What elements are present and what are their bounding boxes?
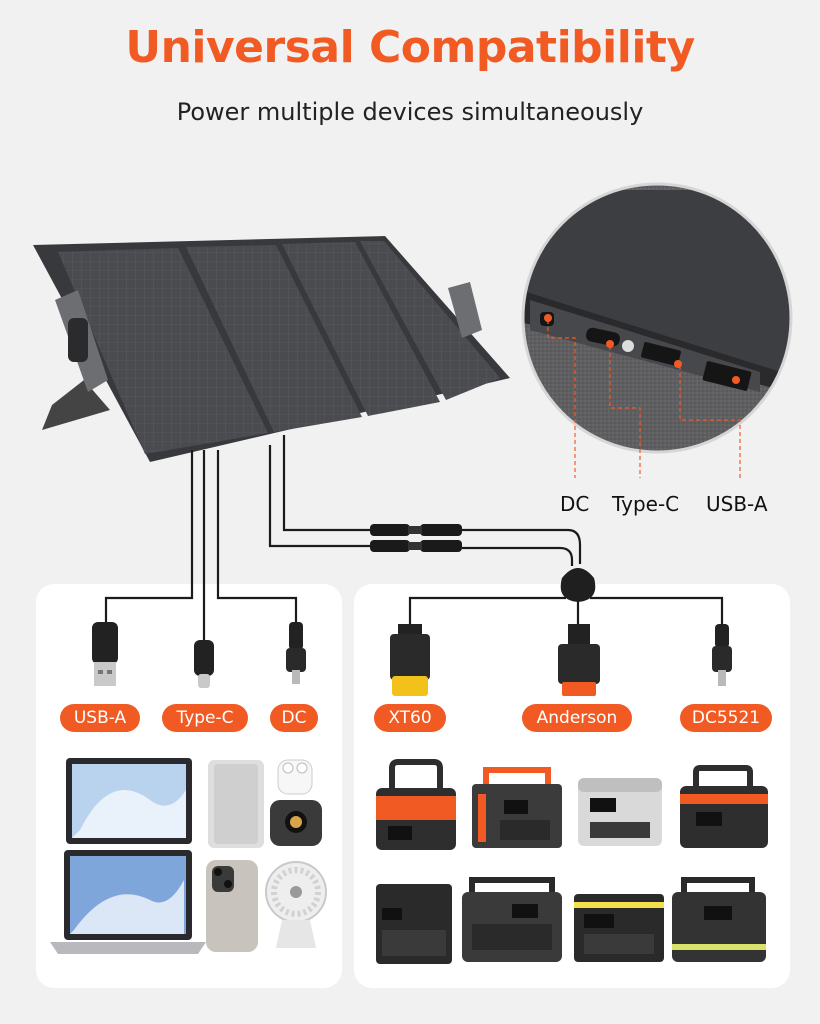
- page-title: Universal Compatibility: [125, 22, 695, 73]
- tablet-icon: [66, 758, 192, 844]
- splitter-hub: [560, 568, 596, 602]
- power-station-icon: [672, 877, 766, 962]
- power-station-icon: [680, 765, 768, 848]
- dc5521-plug-icon: [712, 624, 732, 686]
- dc-plug-icon: [286, 622, 306, 684]
- port-leader-lines: [547, 320, 741, 478]
- power-station-icon: [472, 767, 562, 848]
- type-c-plug-icon: [194, 640, 214, 688]
- power-station-icon: [376, 884, 452, 964]
- laptop-icon: [50, 850, 206, 954]
- pill-type-c: Type-C: [162, 704, 248, 732]
- port-closeup: [521, 182, 793, 454]
- fan-icon: [265, 861, 327, 948]
- usb-a-plug-icon: [92, 622, 118, 686]
- xt60-plug-icon: [390, 624, 430, 696]
- pill-usb-a: USB-A: [60, 704, 140, 732]
- projector-icon: [270, 800, 322, 846]
- pill-xt60: XT60: [374, 704, 446, 732]
- power-station-icon: [574, 894, 664, 962]
- power-station-icon: [578, 778, 662, 846]
- port-label-usb-a: USB-A: [706, 492, 768, 516]
- smartphone-icon: [206, 860, 258, 952]
- pill-anderson: Anderson: [522, 704, 632, 732]
- power-bank-icon: [208, 760, 264, 848]
- pill-dc5521: DC5521: [680, 704, 772, 732]
- anderson-plug-icon: [558, 624, 600, 696]
- mc4-connectors: [370, 524, 462, 552]
- pill-dc: DC: [270, 704, 318, 732]
- port-label-type-c: Type-C: [612, 492, 680, 516]
- earbuds-icon: [277, 759, 313, 795]
- power-station-icon: [462, 877, 562, 962]
- solar-panel: [33, 236, 510, 462]
- page-subtitle: Power multiple devices simultaneously: [176, 98, 644, 126]
- power-station-icon: [376, 759, 456, 850]
- cables: [104, 435, 724, 640]
- port-label-dc: DC: [560, 492, 590, 516]
